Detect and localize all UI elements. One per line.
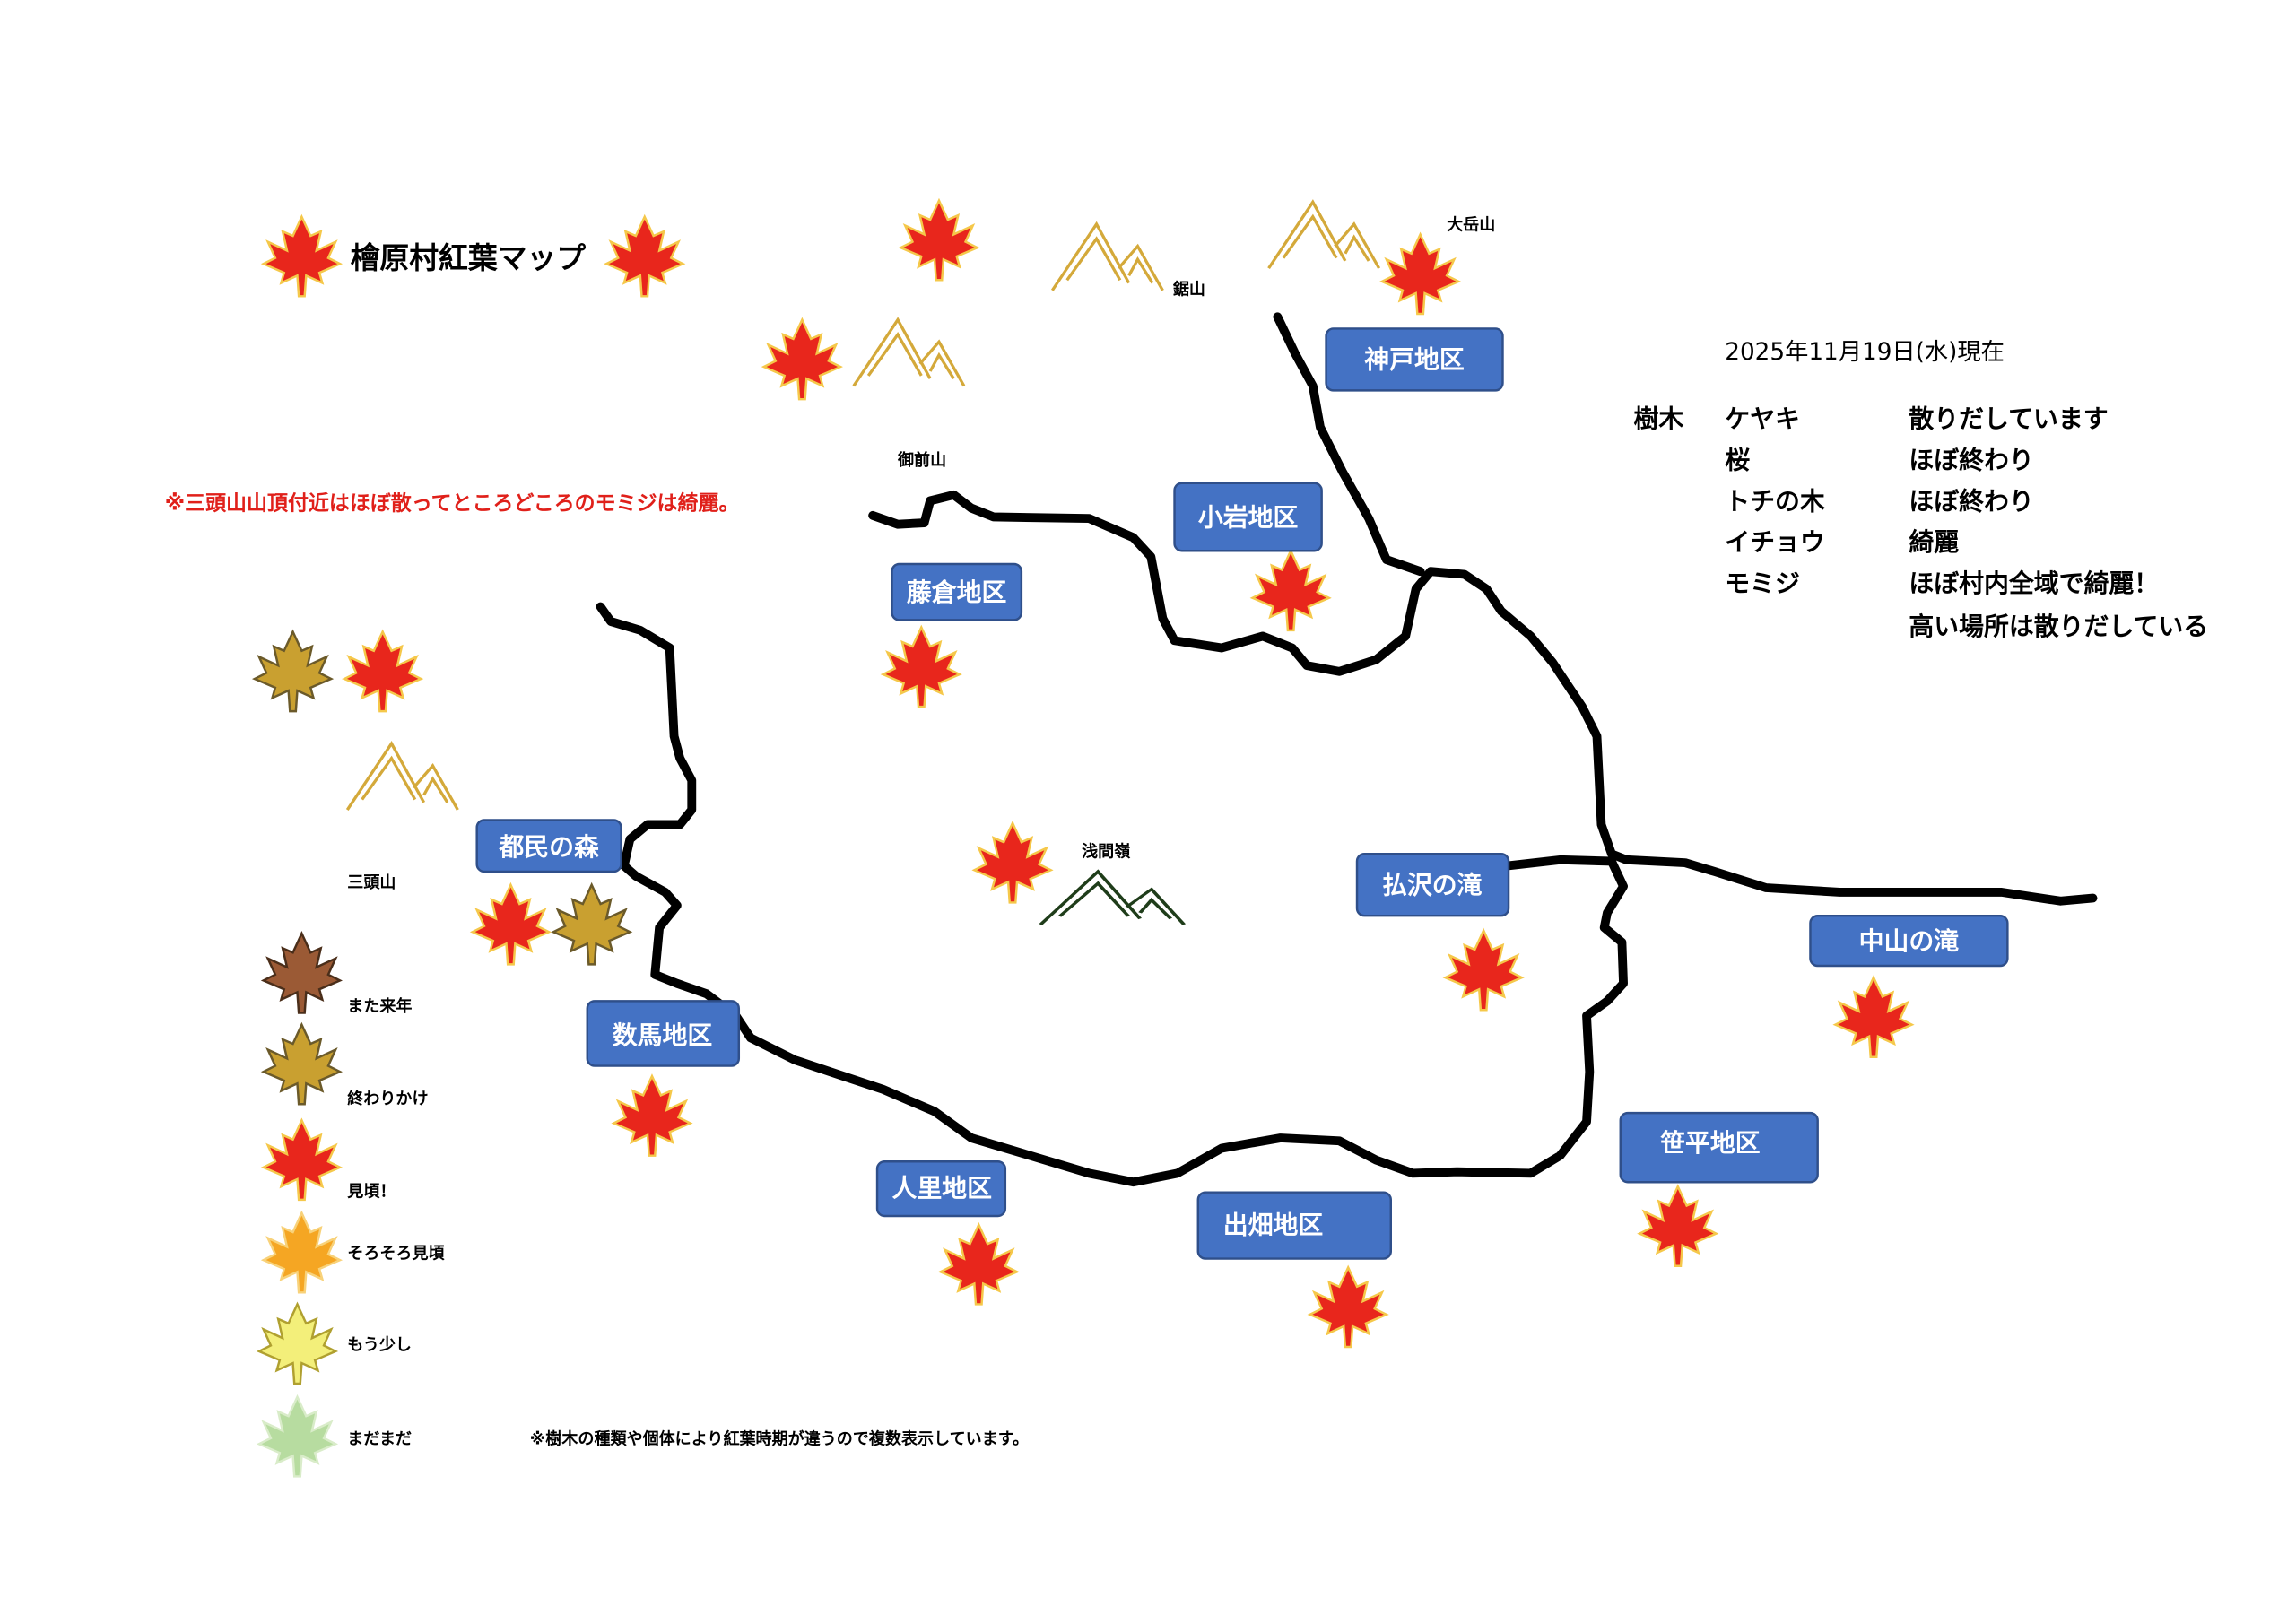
district-nakayama-falls[interactable]: 中山の滝 — [1809, 914, 2009, 968]
tree-status: 散りだしています — [1909, 404, 2108, 433]
legend: また来年 終わりかけ 見頃！ そろそろ見頃 もう少し まだまだ — [257, 932, 446, 1478]
district-koiwa[interactable]: 小岩地区 — [1173, 482, 1323, 552]
maple-leaf-icon — [1380, 233, 1460, 316]
mountain-icon — [1050, 222, 1165, 292]
maple-leaf-icon — [939, 1223, 1019, 1306]
tree-status: ほぼ終わり — [1909, 486, 2033, 516]
tree-name: ケヤキ — [1725, 404, 1800, 433]
maple-leaf-icon — [613, 1074, 691, 1157]
maple-leaf-icon — [343, 630, 422, 713]
mountain-label-gozen: 御前山 — [897, 450, 946, 470]
maple-leaf-icon — [253, 630, 333, 713]
legend-leaf-icon — [257, 1395, 337, 1478]
district-label: 笹平地区 — [1660, 1128, 1761, 1158]
district-label: 小岩地区 — [1198, 502, 1299, 532]
mountain-label-nokogiri: 鋸山 — [1173, 280, 1205, 300]
mountain-icon — [345, 742, 460, 812]
mountain-icon — [1266, 200, 1381, 270]
legend-label: そろそろ見頃 — [347, 1245, 445, 1264]
maple-leaf-icon — [471, 883, 551, 966]
district-label: 数馬地区 — [613, 1020, 713, 1050]
tree-status: 綺麗 — [1909, 527, 1959, 557]
mountain-icon — [1040, 872, 1184, 925]
legend-label: 終わりかけ — [347, 1089, 428, 1108]
legend-label: もう少し — [347, 1335, 412, 1354]
district-idehata[interactable]: 出畑地区 — [1196, 1191, 1392, 1260]
tree-status: ほぼ終わり — [1909, 445, 2033, 474]
maple-leaf-icon — [973, 821, 1052, 904]
tree-status-table: 樹木 ケヤキ 散りだしています 桜 ほぼ終わり トチの木 ほぼ終わり イチョウ … — [1634, 404, 2209, 640]
tree-name: 桜 — [1725, 445, 1750, 474]
as-of-date: 2025年11月19日(水)現在 — [1725, 339, 2005, 366]
footnote: ※樹木の種類や個体により紅葉時期が違うので複数表示しています。 — [530, 1429, 1029, 1448]
legend-leaf-icon — [257, 1303, 337, 1385]
legend-leaf-icon — [262, 1023, 342, 1106]
district-label: 神戸地区 — [1364, 345, 1465, 375]
tree-status: ほぼ村内全域で綺麗！ — [1909, 569, 2159, 598]
tree-status: 高い場所は散りだしている — [1909, 612, 2208, 641]
maple-leaf-icon — [762, 318, 842, 401]
summit-note: ※三頭山山頂付近はほぼ散ってところどころのモミジは綺麗。 — [165, 491, 740, 515]
maple-leaf-icon — [882, 626, 961, 708]
maple-leaf-icon — [1251, 549, 1331, 632]
mountain-label-sengen: 浅間嶺 — [1082, 842, 1131, 862]
maple-leaf-icon — [1309, 1266, 1388, 1349]
maple-leaf-icon — [604, 215, 684, 298]
legend-label: まだまだ — [347, 1429, 412, 1448]
tree-name: モミジ — [1725, 569, 1800, 598]
maple-leaf-icon — [262, 215, 342, 298]
district-hinata[interactable]: 人里地区 — [875, 1160, 1007, 1218]
legend-leaf-icon — [262, 1119, 342, 1202]
maple-leaf-icon — [1834, 976, 1913, 1058]
district-kanado[interactable]: 神戸地区 — [1325, 327, 1504, 392]
tree-name: トチの木 — [1725, 486, 1825, 516]
maple-leaf-icon — [900, 199, 978, 282]
legend-label: 見頃！ — [347, 1183, 396, 1202]
tree-header: 樹木 — [1634, 404, 1684, 433]
maple-leaf-icon — [552, 883, 631, 966]
mountain-label-odake: 大岳山 — [1447, 214, 1495, 234]
district-label: 都民の森 — [498, 832, 600, 862]
district-hossawa-falls[interactable]: 払沢の滝 — [1355, 853, 1510, 917]
district-label: 人里地区 — [892, 1174, 993, 1203]
district-label: 出畑地区 — [1223, 1211, 1324, 1240]
legend-leaf-icon — [262, 932, 342, 1014]
district-label: 中山の滝 — [1859, 926, 1960, 956]
maple-leaf-icon — [1444, 929, 1524, 1012]
mountain-label-mito: 三頭山 — [347, 873, 396, 892]
roads — [596, 312, 2098, 1187]
page-title: 檜原村紅葉マップ — [351, 241, 587, 275]
district-kazuma[interactable]: 数馬地区 — [586, 1000, 741, 1067]
district-label: 藤倉地区 — [907, 578, 1007, 607]
district-tomin-no-mori[interactable]: 都民の森 — [475, 819, 622, 873]
maple-leaf-icon — [1638, 1185, 1718, 1267]
district-sasadaira[interactable]: 笹平地区 — [1619, 1111, 1819, 1184]
legend-label: また来年 — [347, 996, 412, 1016]
legend-leaf-icon — [262, 1211, 342, 1294]
tree-name: イチョウ — [1725, 527, 1825, 557]
district-label: 払沢の滝 — [1382, 871, 1483, 900]
district-fujikura[interactable]: 藤倉地区 — [891, 562, 1023, 621]
mountain-icon — [852, 317, 966, 388]
